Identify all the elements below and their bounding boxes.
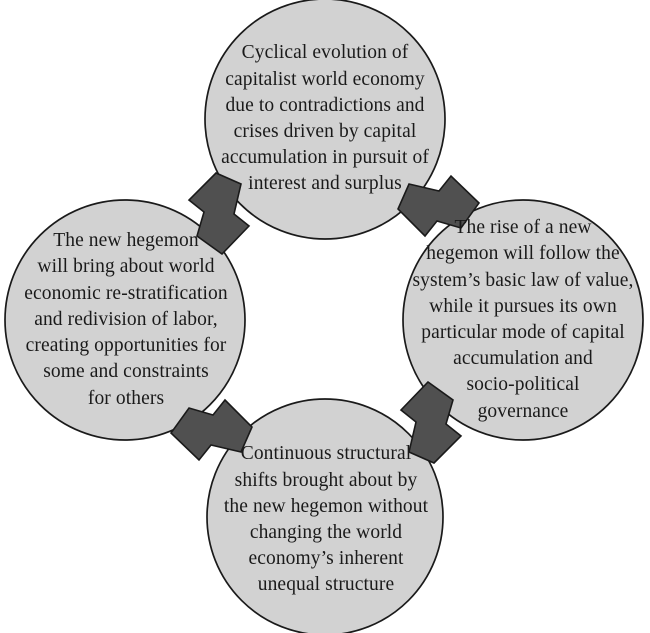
node-circle-right bbox=[402, 199, 644, 441]
node-circle-top bbox=[204, 0, 446, 240]
node-circle-bottom bbox=[206, 398, 444, 633]
node-circle-left bbox=[4, 199, 246, 441]
arrow-right-to-bottom bbox=[399, 380, 463, 464]
arrow-top-to-right bbox=[397, 174, 481, 238]
arrow-bottom-to-left bbox=[169, 398, 253, 462]
arrow-left-to-top bbox=[187, 172, 251, 256]
